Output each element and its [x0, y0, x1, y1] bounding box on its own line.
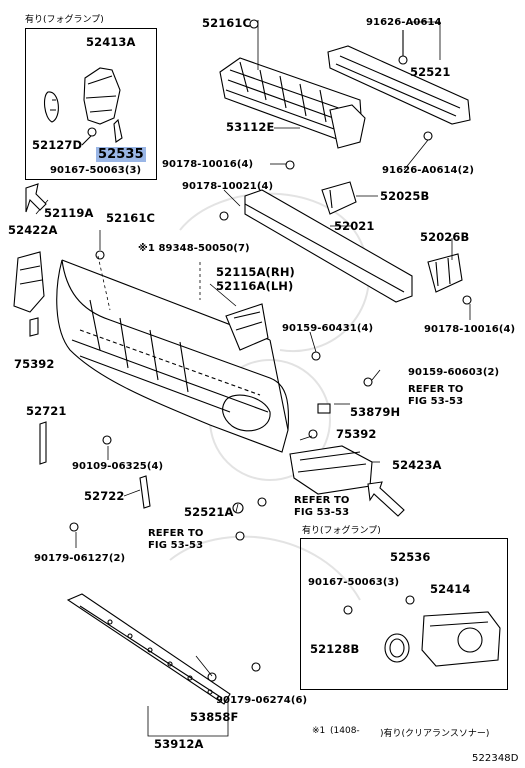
bracket-52026B [427, 253, 463, 293]
part-90179-06127[interactable]: 90179-06127(2) [34, 553, 126, 564]
part-52535[interactable]: 52535 [96, 147, 146, 162]
part-52026B[interactable]: 52026B [420, 230, 470, 244]
part-52414[interactable]: 52414 [430, 582, 471, 596]
inset-frame-top [25, 28, 157, 180]
part-52025B[interactable]: 52025B [380, 189, 430, 203]
small-parts [29, 317, 151, 509]
part-52021[interactable]: 52021 [334, 219, 375, 233]
refer-to-2-line2[interactable]: FIG 53-53 [294, 507, 350, 518]
fasteners [69, 19, 472, 682]
refer-to-2-line1[interactable]: REFER TO [294, 495, 350, 506]
refer-to-1-line1[interactable]: REFER TO [408, 384, 464, 395]
bracket-52521 [327, 30, 471, 141]
part-53858F[interactable]: 53858F [190, 710, 239, 724]
part-52413A[interactable]: 52413A [86, 35, 136, 49]
fog-lamp-note-bottom: 有り(フォグランプ) [302, 526, 381, 536]
leader-lines [35, 20, 471, 737]
part-90178-10016-right[interactable]: 90178-10016(4) [424, 324, 516, 335]
part-52116A[interactable]: 52116A(LH) [216, 279, 294, 293]
part-52422A[interactable]: 52422A [8, 223, 58, 237]
part-53912A[interactable]: 53912A [154, 737, 204, 751]
part-90167-50063-top[interactable]: 90167-50063(3) [50, 165, 142, 176]
part-91626-A0614[interactable]: 91626-A0614 [366, 17, 442, 28]
part-90178-10016-left[interactable]: 90178-10016(4) [162, 159, 254, 170]
part-90179-06274[interactable]: 90179-06274(6) [216, 695, 308, 706]
cover-52422A [13, 251, 45, 313]
part-52536[interactable]: 52536 [390, 550, 431, 564]
part-53879H[interactable]: 53879H [350, 405, 401, 419]
inset-frame-bottom [300, 538, 508, 690]
part-52721[interactable]: 52721 [26, 404, 67, 418]
bracket-52025B [321, 181, 357, 215]
part-52127D[interactable]: 52127D [32, 138, 83, 152]
grille-53112E [219, 57, 366, 149]
pad-52115A [225, 303, 269, 351]
part-52161C-mid[interactable]: 52161C [106, 211, 156, 225]
part-75392-left[interactable]: 75392 [14, 357, 55, 371]
lower-cover-53912A [66, 593, 231, 705]
footnote-text: )有り(クリアランスソナー) [380, 729, 490, 739]
part-90109-06325[interactable]: 90109-06325(4) [72, 461, 164, 472]
part-75392-right[interactable]: 75392 [336, 427, 377, 441]
part-89348-50050[interactable]: ※1 89348-50050(7) [138, 243, 250, 254]
part-52722[interactable]: 52722 [84, 489, 125, 503]
refer-to-3-line1[interactable]: REFER TO [148, 528, 204, 539]
fog-lamp-note-top: 有り(フォグランプ) [25, 15, 104, 25]
part-52521[interactable]: 52521 [410, 65, 451, 79]
refer-to-1-line2[interactable]: FIG 53-53 [408, 396, 464, 407]
footnote-mark: ※1 [312, 726, 326, 736]
part-90159-60431[interactable]: 90159-60431(4) [282, 323, 374, 334]
arrows [25, 183, 405, 517]
reinforcement-52021 [244, 189, 413, 303]
part-91626-A0614-2[interactable]: 91626-A0614(2) [382, 165, 475, 176]
part-52423A[interactable]: 52423A [392, 458, 442, 472]
part-52521A[interactable]: 52521A [184, 505, 234, 519]
figure-id: 522348D [472, 753, 519, 764]
refer-to-3-line2[interactable]: FIG 53-53 [148, 540, 204, 551]
part-52115A[interactable]: 52115A(RH) [216, 265, 295, 279]
footnote-code: (1408- [330, 726, 360, 736]
inset-top-fog [43, 67, 123, 146]
inset-bottom-fog [384, 611, 501, 667]
part-90167-50063-bottom[interactable]: 90167-50063(3) [308, 577, 400, 588]
part-52119A[interactable]: 52119A [44, 206, 94, 220]
part-53112E[interactable]: 53112E [226, 120, 275, 134]
part-90178-10021[interactable]: 90178-10021(4) [182, 181, 274, 192]
part-52161C-top[interactable]: 52161C [202, 16, 252, 30]
bumper-cover-52119A [56, 259, 290, 453]
cover-52423A [289, 445, 373, 495]
part-52128B[interactable]: 52128B [310, 642, 360, 656]
part-90159-60603[interactable]: 90159-60603(2) [408, 367, 500, 378]
